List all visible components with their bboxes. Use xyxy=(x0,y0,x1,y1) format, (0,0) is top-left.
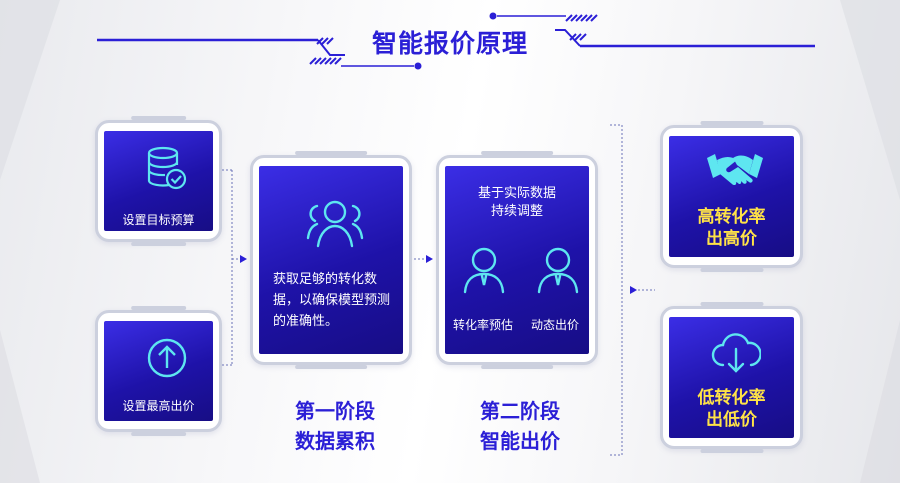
high-conversion-line1: 高转化率 xyxy=(697,207,766,227)
stage2-card: 基于实际数据 持续调整 转化率预估 动态出价 xyxy=(436,155,598,365)
budget-label: 设置目标预算 xyxy=(122,213,195,227)
max-bid-card: 设置最高出价 xyxy=(95,310,222,432)
arrow-up-icon xyxy=(147,338,187,378)
handshake-icon xyxy=(707,154,763,186)
users-icon xyxy=(306,200,364,248)
person-tie-icon xyxy=(537,247,579,294)
stage2-description-line2: 持续调整 xyxy=(490,204,543,219)
stage2-heading: 第二阶段 智能出价 xyxy=(445,396,595,456)
high-conversion-line2: 出高价 xyxy=(706,229,757,249)
stage1-description: 获取足够的转化数据，以确保模型预测的准确性。 xyxy=(273,272,391,329)
max-bid-label: 设置最高出价 xyxy=(122,399,195,413)
budget-card: 设置目标预算 xyxy=(95,120,222,242)
low-conversion-card: 低转化率 出低价 xyxy=(660,306,803,449)
high-conversion-card: 高转化率 出高价 xyxy=(660,125,803,268)
person2-label: 动态出价 xyxy=(530,318,579,332)
stage2-heading-line1: 第二阶段 xyxy=(480,399,560,423)
stage1-heading: 第一阶段 数据累积 xyxy=(260,396,410,456)
cloud-download-icon xyxy=(711,333,761,373)
database-check-icon xyxy=(147,146,187,190)
stage1-heading-line1: 第一阶段 xyxy=(295,399,375,423)
stage2-description-line1: 基于实际数据 xyxy=(477,186,556,201)
stage2-heading-line2: 智能出价 xyxy=(480,429,560,453)
stage1-heading-line2: 数据累积 xyxy=(295,429,375,453)
diagram-title: 智能报价原理 xyxy=(371,29,528,58)
stage1-card: 获取足够的转化数据，以确保模型预测的准确性。 xyxy=(250,155,412,365)
low-conversion-line1: 低转化率 xyxy=(697,388,766,408)
person-tie-icon xyxy=(463,247,505,294)
low-conversion-line2: 出低价 xyxy=(706,410,757,430)
person1-label: 转化率预估 xyxy=(452,318,513,332)
